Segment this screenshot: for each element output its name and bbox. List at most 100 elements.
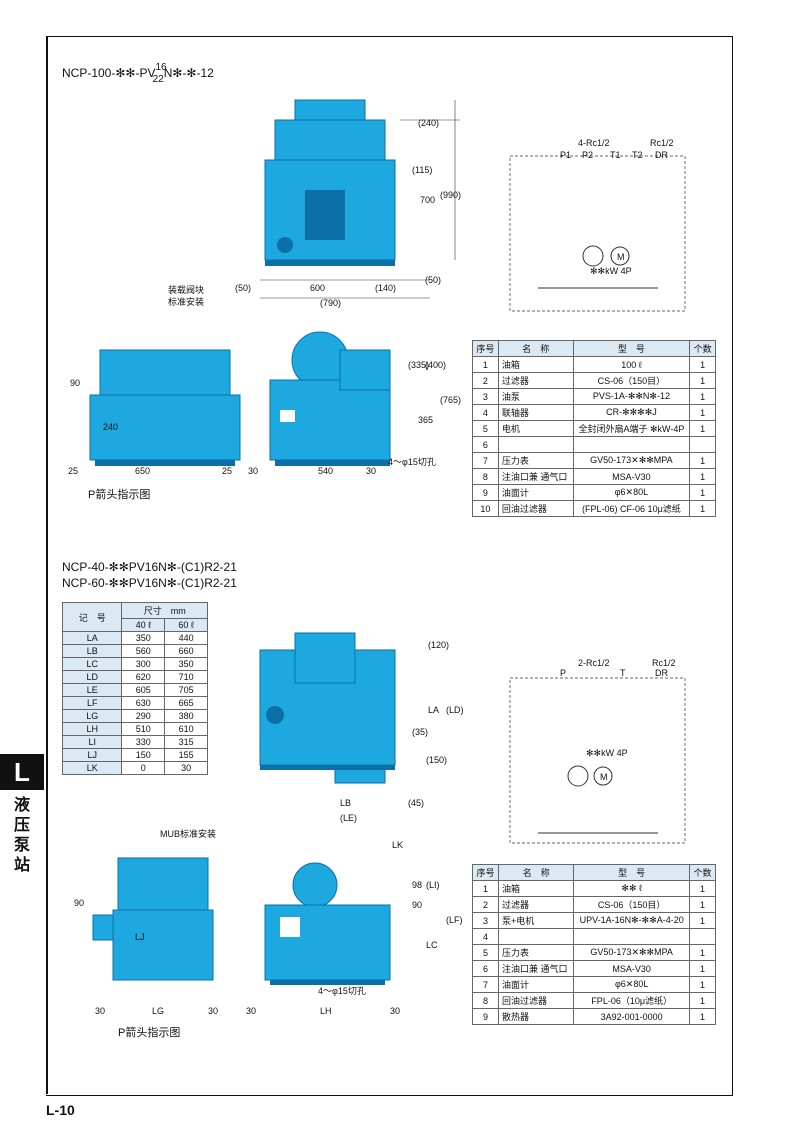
dim-30-a: 30 xyxy=(248,466,259,476)
parts2-cell: MSA-V30 xyxy=(573,960,690,977)
model-sup: 16 xyxy=(155,62,167,73)
dim-115: (115) xyxy=(412,165,433,175)
parts1-cell: 1 xyxy=(689,420,716,437)
parts1-cell: 油面计 xyxy=(497,484,574,501)
parts1-header-0: 序号 xyxy=(472,340,499,357)
parts2-cell: 散热器 xyxy=(497,1008,575,1025)
model-prefix: NCP-100-✻✻-PV xyxy=(62,66,156,80)
port2-t: T xyxy=(620,668,626,678)
model-suffix: N✻-✻-12 xyxy=(163,66,214,80)
port-t1: T1 xyxy=(610,150,621,160)
parts2-cell: φ6✕80L xyxy=(573,976,690,993)
port2-dr: DR xyxy=(655,668,668,678)
dim-90-b: 90 xyxy=(412,900,423,910)
dim-335: (335) xyxy=(408,360,430,370)
unit1-front-view xyxy=(260,99,460,299)
parts2-cell: 1 xyxy=(688,976,717,993)
parts1-cell: 回油过滤器 xyxy=(497,500,574,517)
dim-lj: LJ xyxy=(135,932,145,942)
parts2-cell: 1 xyxy=(688,912,717,929)
dim-lf: (LF) xyxy=(446,915,463,925)
caption-1: P箭头指示图 xyxy=(88,489,151,501)
dim-50-right: (50) xyxy=(425,275,442,285)
dim-cell: LF xyxy=(61,696,123,710)
parts1-cell: MSA-V30 xyxy=(572,468,691,485)
dim-45: (45) xyxy=(408,798,425,808)
dim-cell: 380 xyxy=(164,709,208,723)
parts2-cell: 3A92-001-0000 xyxy=(573,1008,690,1025)
parts1-cell: GV50-173✕✻✻MPA xyxy=(572,452,691,469)
dim-150: (150) xyxy=(426,755,448,765)
schematic2-drain-label: Rc1/2 xyxy=(652,658,676,668)
parts1-cell: 100 ℓ xyxy=(572,356,691,373)
dim-365: 365 xyxy=(418,415,434,425)
parts1-header-2: 型 号 xyxy=(572,340,691,357)
dim-cell: 330 xyxy=(121,735,166,749)
port2-p: P xyxy=(560,668,567,678)
dim-cell: 0 xyxy=(121,761,166,775)
dim-140: (140) xyxy=(375,283,397,293)
parts1-cell: 油泵 xyxy=(497,388,574,405)
dim-cell: LE xyxy=(61,683,123,697)
parts2-cell: 2 xyxy=(472,896,499,913)
parts1-cell: 1 xyxy=(472,356,499,373)
unit2-front-view xyxy=(259,632,396,784)
table-row: 4 xyxy=(472,928,717,945)
dim-table-40-header: 40 ℓ xyxy=(121,618,166,632)
schematic1-ports-label: 4-Rc1/2 xyxy=(578,138,610,148)
port-p1: P1 xyxy=(560,150,572,160)
parts1-cell: CR-✻✻✻✻J xyxy=(572,404,691,421)
dim-cell: 155 xyxy=(164,748,208,762)
dim-540: 540 xyxy=(318,466,334,476)
parts1-cell: 全封闭外扇A端子 ✻kW-4P xyxy=(572,420,691,437)
dim-cell: 315 xyxy=(164,735,208,749)
parts2-cell: 9 xyxy=(472,1008,499,1025)
parts1-cell: 电机 xyxy=(497,420,574,437)
dim-cell: 30 xyxy=(164,761,208,775)
side-title: 液压泵站 xyxy=(8,796,36,876)
parts2-header-0: 序号 xyxy=(472,864,499,881)
dim-90: 90 xyxy=(70,378,81,388)
parts2-cell: 3 xyxy=(472,912,499,929)
dim-90-c: 90 xyxy=(74,898,85,908)
section-tab: L xyxy=(0,754,44,790)
dim-table-size-header: 尺寸 mm xyxy=(121,602,208,619)
dim-li: (LI) xyxy=(426,880,440,890)
dim-cell: 510 xyxy=(121,722,166,736)
frame-left-border xyxy=(46,36,48,1094)
parts1-cell: 过滤器 xyxy=(497,372,574,389)
dim-cell: 350 xyxy=(121,631,166,645)
parts2-cell xyxy=(573,928,690,945)
parts1-cell: φ6✕80L xyxy=(572,484,691,501)
parts2-cell: CS-06（150目） xyxy=(573,896,690,913)
parts2-cell: 4 xyxy=(472,928,499,945)
parts2-cell: 过滤器 xyxy=(497,896,575,913)
parts1-cell: 1 xyxy=(689,452,716,469)
parts2-cell: GV50-173✕✻✻MPA xyxy=(573,944,690,961)
schematic2-ports-label: 2-Rc1/2 xyxy=(578,658,610,668)
parts2-cell: 5 xyxy=(472,944,499,961)
dim-790: (790) xyxy=(320,298,342,308)
dim-30-b: 30 xyxy=(366,466,377,476)
dim-98: 98 xyxy=(412,880,423,890)
unit2-end-view xyxy=(264,862,391,985)
dim-990: (990) xyxy=(440,190,462,200)
dim-cell: 560 xyxy=(121,644,166,658)
unit1-end-view xyxy=(269,331,391,466)
dim-cell: LG xyxy=(61,709,123,723)
table-row: 6 xyxy=(472,436,716,453)
dim-cell: 665 xyxy=(164,696,208,710)
